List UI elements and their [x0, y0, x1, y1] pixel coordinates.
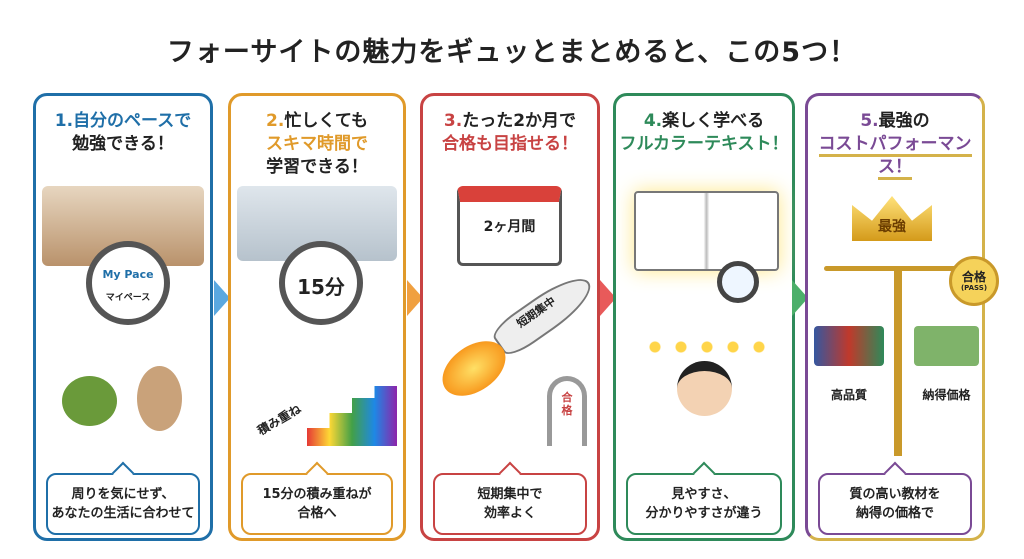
- pass-gate-icon: [547, 376, 587, 446]
- heading-line: コストパフォーマンス！: [818, 134, 972, 180]
- heading-line: 合格も目指せる！: [442, 134, 578, 154]
- heading-line: スキマ時間で: [266, 134, 368, 154]
- card-spare-time: 2.忙しくてもスキマ時間で学習できる！ 15分 積み重ね 15分の積み重ねが合格…: [228, 93, 406, 541]
- right-pan-label: 納得価格: [922, 388, 971, 402]
- arrow-right-icon: [214, 280, 230, 316]
- calendar-icon: [457, 186, 562, 266]
- caption-line: 納得の価格で: [855, 506, 934, 521]
- pass-medal-icon: [949, 256, 999, 306]
- calendar-label: 2ヶ月間: [483, 219, 536, 235]
- card-number: 2.: [266, 111, 285, 131]
- stack-label: 積み重ね: [254, 401, 304, 438]
- right-pan-money-icon: [914, 326, 979, 366]
- caption-line: 15分の積み重ねが: [262, 487, 372, 502]
- card-heading: 3.たった2か月で合格も目指せる！: [423, 110, 597, 156]
- card-two-months: 3.たった2か月で合格も目指せる！ 2ヶ月間 短期集中 合格 短期集中で効率よく: [420, 93, 600, 541]
- card-heading: 4.楽しく学べるフルカラーテキスト！: [616, 110, 792, 156]
- gate-label: 合格: [561, 391, 573, 417]
- stopwatch-icon: [279, 241, 363, 325]
- badge-my-pace: My Pace: [102, 268, 154, 281]
- caption-line: 分かりやすさが違う: [645, 506, 763, 521]
- card-caption: 周りを気にせず、あなたの生活に合わせて: [46, 473, 200, 535]
- badge-my-pace-jp: マイペース: [105, 293, 151, 303]
- stacked-blocks-icon: [307, 386, 397, 446]
- arrow-right-icon: [600, 280, 616, 316]
- card-number: 4.: [643, 111, 663, 131]
- stopwatch-icon: [86, 241, 170, 325]
- rabbit-icon: [137, 366, 182, 431]
- card-heading: 1.自分のペースで勉強できる！: [36, 110, 210, 156]
- scale-pillar: [894, 266, 902, 456]
- card-cost-performance: 5.最強のコストパフォーマンス！ 最強 合格 (PASS) 高品質 納得価格 質…: [805, 93, 999, 541]
- arrow-right-icon: [792, 280, 808, 316]
- left-pan-label: 高品質: [830, 388, 867, 402]
- caption-line: 見やすさ、: [671, 487, 737, 502]
- magnifier-icon: [717, 261, 759, 303]
- illustration-relaxed-study: My Pace マイペース: [42, 186, 204, 461]
- heading-line: たった2か月で: [462, 111, 577, 131]
- heading-line: 忙しくても: [284, 111, 368, 131]
- turtle-icon: [62, 376, 117, 426]
- card-full-color-text: 4.楽しく学べるフルカラーテキスト！ 見やすさ、分かりやすさが違う: [613, 93, 795, 541]
- heading-line: 自分のペースで: [73, 111, 192, 131]
- illustration-rocket: 2ヶ月間 短期集中 合格: [429, 186, 600, 461]
- caption-line: 周りを気にせず、: [71, 487, 175, 502]
- illustration-commute-study: 15分 積み重ね: [237, 186, 397, 461]
- card-heading: 2.忙しくてもスキマ時間で学習できる！: [231, 110, 403, 179]
- caption-line: 短期集中で: [477, 487, 543, 502]
- card-number: 5.: [860, 111, 879, 131]
- card-number: 1.: [54, 111, 74, 131]
- illustration-textbook: [622, 186, 786, 461]
- medal-sublabel: (PASS): [960, 284, 988, 292]
- caption-line: 合格へ: [297, 506, 337, 521]
- student-avatar: [677, 361, 732, 416]
- caption-line: 質の高い教材を: [849, 487, 941, 502]
- card-caption: 15分の積み重ねが合格へ: [241, 473, 393, 535]
- medal-label: 合格: [961, 270, 986, 284]
- page-title: フォーサイトの魅力をギュッとまとめると、この5つ！: [166, 37, 858, 68]
- heading-line: 勉強できる！: [72, 134, 174, 154]
- left-pan-books-icon: [814, 326, 884, 366]
- card-caption: 短期集中で効率よく: [433, 473, 587, 535]
- caption-line: 効率よく: [483, 506, 536, 521]
- heading-line: フルカラーテキスト！: [619, 134, 789, 154]
- arrow-right-icon: [407, 280, 423, 316]
- caption-line: あなたの生活に合わせて: [51, 506, 195, 521]
- card-heading: 5.最強のコストパフォーマンス！: [808, 110, 982, 180]
- heading-line: 楽しく学べる: [662, 111, 765, 131]
- heading-line: 最強の: [878, 111, 930, 131]
- crown-label: 最強: [878, 219, 906, 235]
- timer-label: 15分: [297, 275, 345, 299]
- card-number: 3.: [443, 111, 463, 131]
- card-my-pace: 1.自分のペースで勉強できる！ My Pace マイペース 周りを気にせず、あな…: [33, 93, 213, 541]
- lightbulb-icons: [642, 341, 772, 353]
- card-caption: 見やすさ、分かりやすさが違う: [626, 473, 782, 535]
- illustration-scale: 最強 合格 (PASS) 高品質 納得価格: [814, 186, 999, 461]
- open-book-icon: [634, 191, 779, 271]
- heading-line: 学習できる！: [266, 157, 368, 177]
- card-caption: 質の高い教材を納得の価格で: [818, 473, 972, 535]
